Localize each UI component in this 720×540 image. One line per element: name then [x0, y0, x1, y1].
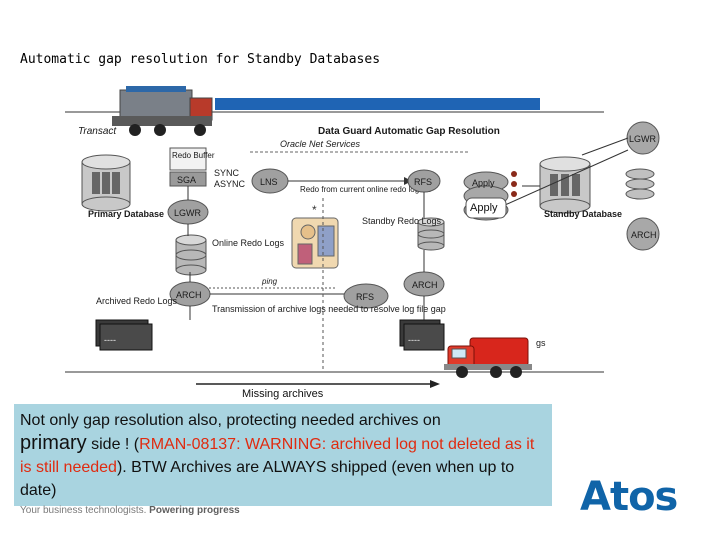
arch-files-right-text: ----: [408, 335, 420, 345]
redo-current-label: Redo from current online redo log file: [300, 185, 432, 194]
archived-files-right-icon: [399, 319, 445, 351]
standby-redo-logs-icon: [417, 217, 445, 251]
trailing-gs-text: gs: [536, 338, 546, 348]
lgwr-right-label: LGWR: [629, 134, 657, 144]
primary-database-icon: [81, 154, 131, 212]
arch-standby-label: ARCH: [412, 280, 438, 290]
missing-archives-label: Missing archives: [242, 388, 324, 400]
diagram-header: Data Guard Automatic Gap Resolution: [318, 126, 500, 137]
link-lgwr-right: [581, 137, 629, 156]
apply-dot-2: [511, 181, 517, 187]
footer-tagline: Your business technologists. Powering pr…: [20, 505, 240, 516]
sync-label: SYNC: [214, 168, 240, 178]
callout-warning: RMAN-08137: WARNING: archived log not de…: [20, 436, 535, 476]
svg-text:*: *: [312, 203, 317, 217]
lns-label: LNS: [260, 177, 278, 187]
callout-primary-word: primary: [20, 432, 87, 454]
tagline-bold: Powering progress: [149, 505, 240, 516]
online-redo-label: Online Redo Logs: [212, 238, 285, 248]
link-apply-lgwr: [504, 149, 629, 206]
red-truck-icon: [444, 337, 532, 378]
archived-files-left-icon: [95, 319, 153, 351]
rfs-bottom-label: RFS: [356, 292, 374, 302]
arch-primary-label: ARCH: [176, 290, 202, 300]
online-redo-logs-icon: [175, 234, 207, 276]
right-redo-logs-icon: [625, 168, 655, 200]
missing-archives-arrowhead: [430, 380, 440, 388]
transport-label: Transact: [78, 126, 117, 137]
callout-part2: side ! (: [86, 436, 140, 453]
redo-buffer-label: Redo Buffer: [172, 151, 215, 160]
archived-redo-label: Archived Redo Logs: [96, 296, 178, 306]
callout-part1: Not only gap resolution also, protecting…: [20, 412, 441, 429]
redo-buffer-box: [169, 147, 207, 171]
header-bar: [215, 98, 540, 110]
transmission-label: Transmission of archive logs needed to r…: [212, 304, 446, 314]
rfs-top-label: RFS: [414, 177, 432, 187]
apply-top-label: Apply: [472, 178, 495, 188]
apply-bubble-frame: [465, 197, 507, 219]
sga-label: SGA: [177, 175, 196, 185]
arch-right-process: [626, 217, 660, 251]
ping-label: ping: [261, 277, 278, 286]
standby-db-label: Standby Database: [544, 209, 622, 219]
lgwr-primary-label: LGWR: [174, 208, 202, 218]
tagline-plain: Your business technologists.: [20, 505, 147, 516]
callout-part3: ). BTW Archives are ALWAYS shipped (even…: [20, 459, 515, 499]
arch-files-left-text: ----: [104, 335, 116, 345]
primary-db-label: Primary Database: [88, 209, 164, 219]
transport-truck-icon: [112, 86, 213, 136]
async-label: ASYNC: [214, 179, 246, 189]
standby-redo-label: Standby Redo Logs: [362, 216, 442, 226]
apply-dot-1: [511, 171, 517, 177]
oracle-net-label: Oracle Net Services: [280, 139, 361, 149]
callout-box: Not only gap resolution also, protecting…: [14, 404, 552, 506]
apply-bubble-label: Apply: [470, 202, 498, 214]
apply-dot-3: [511, 191, 517, 197]
slide-title: Automatic gap resolution for Standby Dat…: [20, 52, 381, 67]
gap-person-icon: *: [291, 203, 339, 269]
atos-logo: Atos: [580, 474, 678, 520]
arch-right-label: ARCH: [631, 230, 657, 240]
standby-database-icon: [539, 156, 591, 214]
rfs-bottom-process: [343, 283, 389, 309]
